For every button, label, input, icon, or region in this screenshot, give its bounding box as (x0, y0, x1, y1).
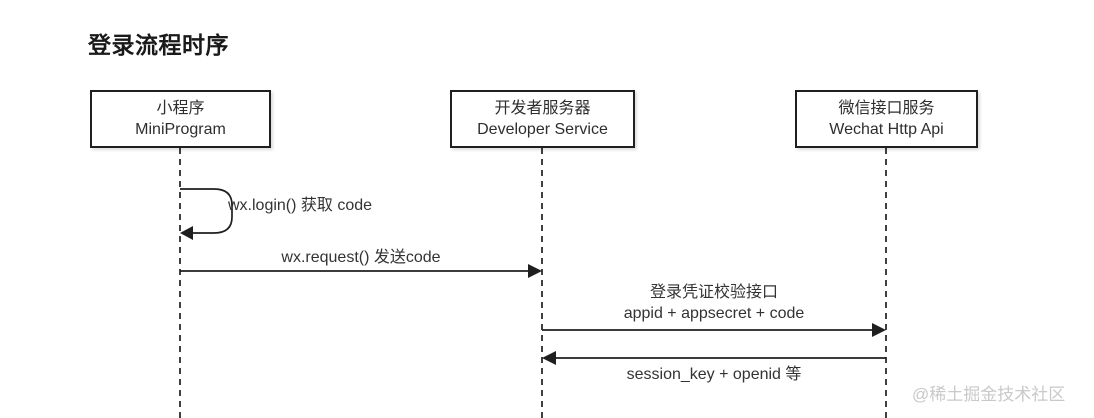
message-label-verify-line2: appid + appsecret + code (623, 305, 805, 322)
message-label-session-return: session_key + openid 等 (626, 366, 802, 383)
actor-name-en: Wechat Http Api (829, 121, 944, 138)
actor-name-cn: 微信接口服务 (838, 100, 935, 117)
actor-box-developer-service: 开发者服务器 Developer Service (450, 90, 635, 148)
watermark-text: @稀土掘金技术社区 (912, 385, 1066, 404)
arrowhead-left-icon (180, 226, 193, 240)
actor-name-en: Developer Service (477, 121, 608, 138)
diagram-title: 登录流程时序 (88, 32, 229, 58)
message-label-verify-line1: 登录凭证校验接口 (649, 284, 778, 301)
actor-name-cn: 小程序 (156, 100, 205, 117)
stroke-group (179, 148, 887, 418)
message-label-login: wx.login() 获取 code (228, 197, 373, 214)
actor-name-en: MiniProgram (135, 121, 226, 138)
arrowhead-group (180, 226, 886, 365)
actor-box-wechat-api: 微信接口服务 Wechat Http Api (795, 90, 978, 148)
arrowhead-right-icon (872, 323, 886, 337)
self-message-curve (180, 188, 233, 234)
actor-name-cn: 开发者服务器 (494, 100, 591, 117)
arrowhead-right-icon (528, 264, 542, 278)
actor-box-miniprogram: 小程序 MiniProgram (90, 90, 271, 148)
arrowhead-left-icon (542, 351, 556, 365)
message-label-request: wx.request() 发送code (281, 249, 441, 266)
